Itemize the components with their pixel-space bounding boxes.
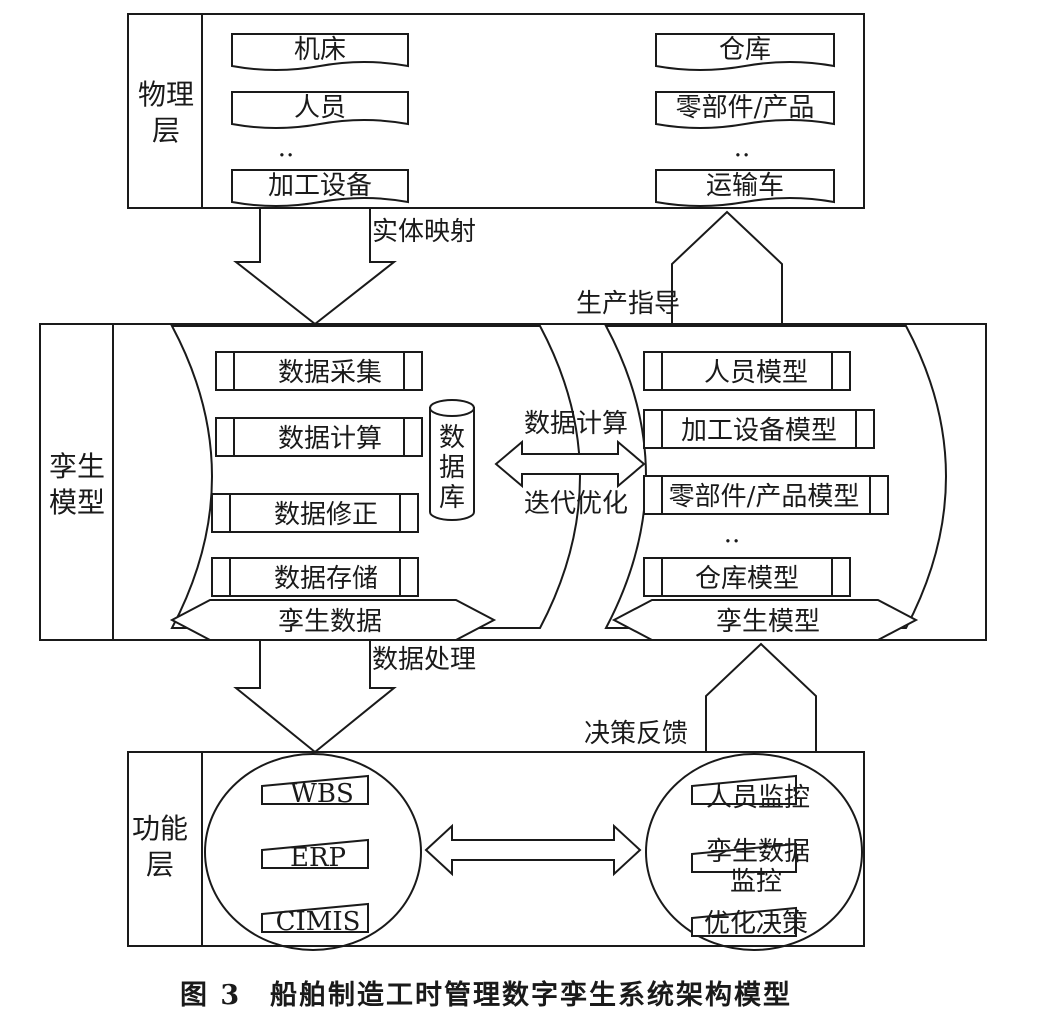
physical-layer: 物理 层 机床 人员 .. 加工设备 仓库 零部件/产品 .. 运输车 (127, 13, 865, 209)
svg-text:优化决策: 优化决策 (704, 909, 808, 939)
physical-layer-title-2: 层 (152, 114, 180, 147)
function-layer-title-2: 层 (146, 848, 174, 881)
bidirectional-arrow-icon (494, 439, 646, 489)
database-cylinder-icon: 数 据 库 (429, 399, 475, 521)
svg-text:监控: 监控 (730, 867, 782, 897)
twin-model-item-personnel: 人员模型 (643, 351, 851, 391)
twin-data-item-storage: 数据存储 (211, 557, 419, 597)
svg-text:零部件/产品模型: 零部件/产品模型 (669, 482, 860, 512)
twin-data-item-calculation: 数据计算 (215, 417, 423, 457)
physical-item-processing-equipment: 加工设备 (231, 169, 409, 207)
decision-feedback-label: 决策反馈 (584, 719, 688, 749)
figure-number: 图 3 (180, 980, 241, 1011)
physical-left-ellipsis: .. (278, 133, 295, 163)
physical-right-ellipsis: .. (734, 133, 751, 163)
svg-text:数据修正: 数据修正 (274, 500, 378, 530)
figure-title: 船舶制造工时管理数字孪生系统架构模型 (270, 979, 792, 1011)
svg-text:孪生数据: 孪生数据 (706, 837, 810, 867)
svg-text:人员: 人员 (294, 93, 346, 123)
system-item-cimis: CIMIS (261, 902, 369, 937)
svg-text:ERP: ERP (290, 843, 346, 873)
svg-text:仓库模型: 仓库模型 (695, 564, 799, 594)
middle-label-iterative-optimization: 迭代优化 (524, 489, 628, 519)
svg-text:WBS: WBS (290, 779, 354, 809)
entity-mapping-arrow (233, 207, 397, 326)
function-layer: 功能 层 WBS ERP CIMIS 人员监控 孪生数据 监控 (127, 751, 865, 951)
production-guidance-label: 生产指导 (576, 289, 680, 319)
business-systems-ellipse (204, 753, 422, 951)
svg-text:仓库: 仓库 (719, 35, 771, 65)
physical-layer-title-1: 物理 (138, 78, 194, 111)
function-bidirectional-arrow-icon (424, 823, 642, 877)
twin-model-item-parts-products: 零部件/产品模型 (643, 475, 889, 515)
svg-text:库: 库 (439, 483, 465, 513)
svg-text:孪生模型: 孪生模型 (716, 607, 820, 637)
svg-text:数: 数 (439, 423, 465, 453)
production-guidance-arrow (671, 210, 783, 325)
twin-model-item-equipment: 加工设备模型 (643, 409, 875, 449)
data-processing-label: 数据处理 (372, 645, 476, 675)
physical-item-machine-tool: 机床 (231, 33, 409, 71)
function-item-twin-data-monitoring: 孪生数据 监控 (691, 837, 810, 897)
function-item-personnel-monitoring: 人员监控 (691, 774, 810, 813)
svg-text:人员模型: 人员模型 (704, 358, 808, 388)
figure-caption: 图 3 船舶制造工时管理数字孪生系统架构模型 (180, 979, 792, 1011)
twin-model-layer: 孪生 模型 数据采集 数据计算 数据修正 数据存储 (39, 323, 987, 641)
svg-text:加工设备: 加工设备 (268, 171, 372, 201)
entity-mapping-label: 实体映射 (372, 217, 476, 247)
twin-data-item-correction: 数据修正 (211, 493, 419, 533)
system-item-wbs: WBS (261, 774, 369, 809)
function-layer-title-1: 功能 (132, 812, 188, 845)
svg-text:据: 据 (439, 453, 465, 483)
decision-feedback-arrow (705, 642, 817, 753)
svg-text:数据计算: 数据计算 (278, 424, 382, 454)
twin-data-banner: 孪生数据 (169, 599, 497, 641)
middle-label-data-calculation: 数据计算 (524, 409, 628, 439)
monitoring-ellipse (645, 753, 863, 951)
function-item-optimization-decision: 优化决策 (691, 906, 808, 939)
twin-model-banner: 孪生模型 (611, 599, 919, 641)
twin-data-panel (170, 325, 581, 629)
physical-item-transport-vehicle: 运输车 (655, 169, 835, 207)
twin-model-panel (604, 325, 947, 629)
twin-model-ellipsis: .. (724, 519, 741, 549)
svg-text:机床: 机床 (294, 35, 346, 65)
twin-layer-title-1: 孪生 (49, 450, 105, 483)
svg-text:加工设备模型: 加工设备模型 (681, 416, 837, 446)
svg-text:零部件/产品: 零部件/产品 (676, 93, 815, 123)
twin-model-item-warehouse: 仓库模型 (643, 557, 851, 597)
svg-text:孪生数据: 孪生数据 (278, 607, 382, 637)
physical-item-personnel: 人员 (231, 91, 409, 129)
twin-data-item-collection: 数据采集 (215, 351, 423, 391)
svg-text:运输车: 运输车 (706, 171, 784, 201)
data-processing-arrow (233, 639, 397, 754)
twin-layer-title-2: 模型 (49, 486, 105, 519)
system-item-erp: ERP (261, 838, 369, 873)
svg-text:CIMIS: CIMIS (276, 907, 361, 937)
svg-text:数据采集: 数据采集 (278, 358, 382, 388)
svg-text:数据存储: 数据存储 (274, 564, 378, 594)
physical-item-warehouse: 仓库 (655, 33, 835, 71)
physical-item-parts-products: 零部件/产品 (655, 91, 835, 129)
svg-text:人员监控: 人员监控 (706, 783, 810, 813)
